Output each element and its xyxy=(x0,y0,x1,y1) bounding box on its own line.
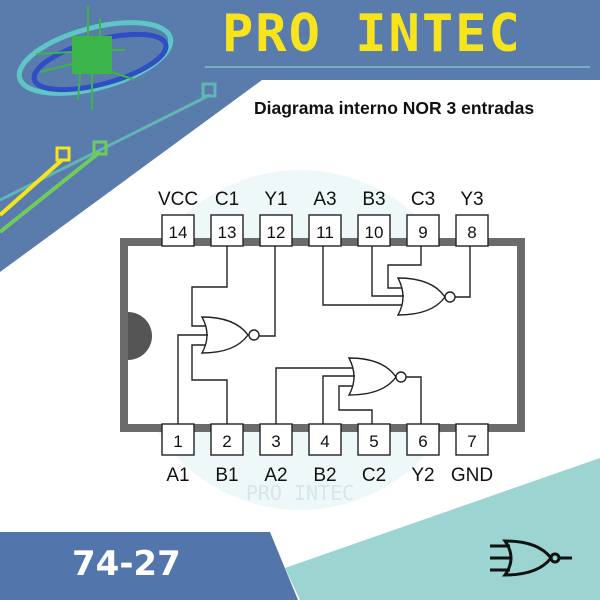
chip-notch xyxy=(128,312,152,360)
pin-number: 14 xyxy=(169,223,188,242)
part-label-band xyxy=(0,532,298,600)
pin-bottom-box xyxy=(308,423,342,456)
diagram-title: Diagrama interno NOR 3 entradas xyxy=(254,98,535,118)
pin-number: 12 xyxy=(267,223,286,242)
pin-number: 11 xyxy=(316,223,334,242)
pin-label: Y3 xyxy=(460,189,483,210)
watermark-text: PRO INTEC xyxy=(246,481,354,505)
pin-top-box xyxy=(308,214,342,247)
teal-corner xyxy=(285,458,600,600)
pin-number: 6 xyxy=(418,432,427,451)
pin-number: 8 xyxy=(467,223,476,242)
part-number: 74-27 xyxy=(72,544,181,584)
circuit-chip-logo-icon xyxy=(16,6,174,110)
pin-bottom-box xyxy=(210,423,244,456)
pin-number: 3 xyxy=(271,432,280,451)
pin-label: B3 xyxy=(362,189,385,210)
pin-bottom-box xyxy=(406,423,440,456)
pin-top-box xyxy=(357,214,391,247)
pin-bottom-box xyxy=(357,423,391,456)
nor-gate-2 xyxy=(347,357,407,396)
pin-number: 5 xyxy=(369,432,378,451)
pin-label: C2 xyxy=(362,465,386,486)
pin-label: A1 xyxy=(166,465,189,486)
pin-label: Y2 xyxy=(411,465,434,486)
pin-number: 7 xyxy=(467,432,476,451)
pin-label: C1 xyxy=(215,189,239,210)
pin-label: C3 xyxy=(411,189,435,210)
gate-3-wiring xyxy=(322,246,471,306)
pin-number: 10 xyxy=(365,223,384,242)
pin-label: B1 xyxy=(215,465,238,486)
pin-label: VCC xyxy=(158,189,198,210)
pin-label: B2 xyxy=(313,465,336,486)
pin-label: A3 xyxy=(313,189,336,210)
pin-bottom-box xyxy=(455,423,489,456)
pin-top-box xyxy=(406,214,440,247)
pin-number: 2 xyxy=(222,432,231,451)
pin-number: 9 xyxy=(418,223,427,242)
pin-number: 1 xyxy=(173,432,182,451)
gate-2-wiring xyxy=(275,367,422,424)
pin-number: 4 xyxy=(320,432,329,451)
pin-top-box xyxy=(455,214,489,247)
nor-gate-3 xyxy=(396,277,456,316)
pin-number: 13 xyxy=(218,223,237,242)
pin-top-box xyxy=(161,214,195,247)
pin-label: Y1 xyxy=(264,189,287,210)
pin-bottom-box xyxy=(161,423,195,456)
nor-gate-1 xyxy=(200,316,260,354)
nor-gate-icon xyxy=(490,539,572,577)
pin-label: GND xyxy=(451,465,493,486)
brand-title: PRO INTEC xyxy=(222,4,522,64)
gate-1-wiring xyxy=(177,246,276,424)
pin-top-box xyxy=(210,214,244,247)
pin-top-box xyxy=(259,214,293,247)
cable-decoration xyxy=(0,82,217,234)
pin-label: A2 xyxy=(264,465,287,486)
